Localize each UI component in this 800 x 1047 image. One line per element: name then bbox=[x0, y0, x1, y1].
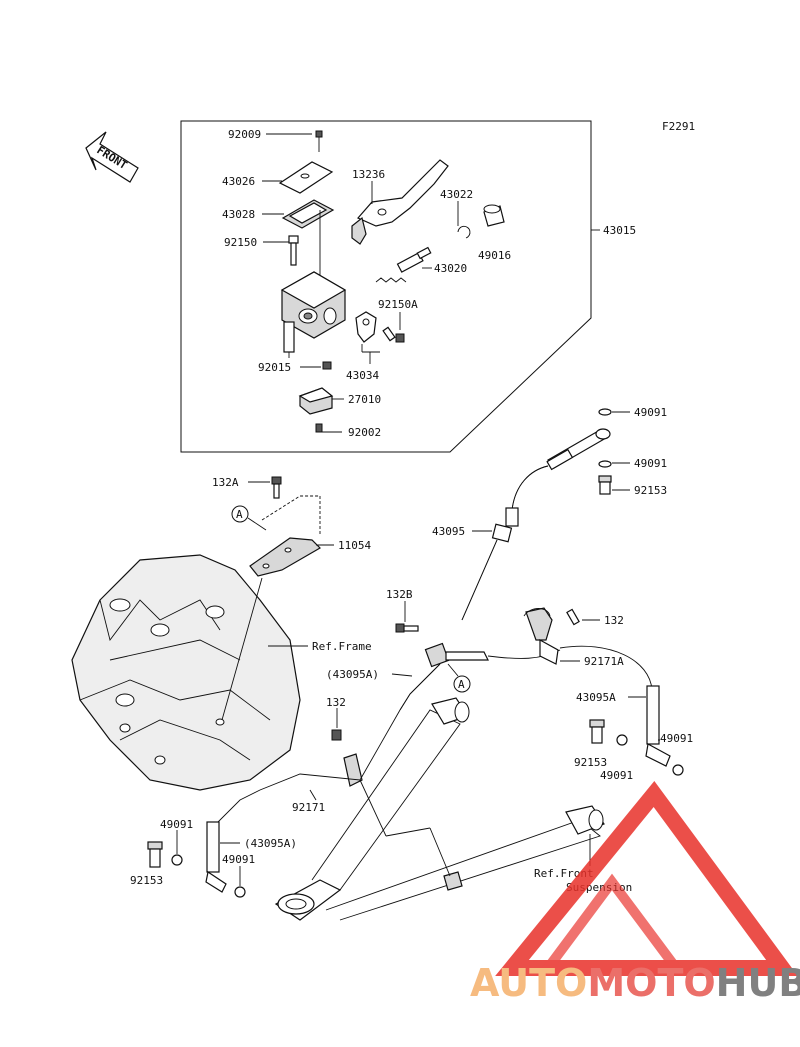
part-49091-washer-right-b bbox=[658, 739, 684, 776]
part-label-43095: 43095 bbox=[432, 525, 465, 538]
part-label-92171: 92171 bbox=[292, 801, 325, 814]
part-43026-cap bbox=[262, 161, 334, 194]
part-master-cylinder-body bbox=[280, 210, 347, 358]
ref-frame-structure bbox=[71, 554, 308, 791]
part-132B-bolt bbox=[395, 601, 419, 633]
part-49091-washer-mid bbox=[598, 460, 630, 468]
part-43095A-hose-left bbox=[205, 821, 240, 893]
callout-A-1-label: A bbox=[236, 508, 243, 521]
part-label-132-a: 132 bbox=[604, 614, 624, 627]
part-label-43095A: 43095A bbox=[576, 691, 616, 704]
part-92153-bolt-right bbox=[589, 719, 605, 744]
part-label-43015: 43015 bbox=[603, 224, 636, 237]
part-label-11054: 11054 bbox=[338, 539, 371, 552]
part-label-43095A-paren-b: (43095A) bbox=[244, 837, 297, 850]
part-92015-nut bbox=[300, 361, 332, 370]
part-132A-bolt bbox=[248, 476, 282, 499]
callout-A-2: A bbox=[453, 675, 471, 693]
part-label-92015: 92015 bbox=[258, 361, 291, 374]
part-43022-clip bbox=[457, 201, 471, 239]
part-13236-lever bbox=[351, 159, 449, 245]
part-49091-washer-top bbox=[598, 408, 630, 416]
part-92153-bolt-top bbox=[598, 475, 630, 495]
part-label-43022: 43022 bbox=[440, 188, 473, 201]
part-label-27010: 27010 bbox=[348, 393, 381, 406]
part-label-92009: 92009 bbox=[228, 128, 261, 141]
ref-frame-label: Ref.Frame bbox=[312, 640, 372, 653]
part-43020-piston bbox=[375, 246, 432, 283]
part-banjo-fitting-top bbox=[546, 428, 611, 471]
part-92153-bolt-left bbox=[147, 841, 163, 868]
part-label-132-b: 132 bbox=[326, 696, 346, 709]
watermark-logo: AUTOMOTOHUB bbox=[470, 780, 800, 1005]
part-92171A-clamp bbox=[523, 607, 580, 665]
part-label-49091-d: 49091 bbox=[660, 732, 693, 745]
part-49091-washer-right-a bbox=[616, 734, 628, 746]
part-92002-screw bbox=[315, 423, 342, 433]
part-label-49091-b: 49091 bbox=[634, 457, 667, 470]
part-label-49091-f: 49091 bbox=[222, 853, 255, 866]
part-label-132B: 132B bbox=[386, 588, 413, 601]
part-label-92153-c: 92153 bbox=[130, 874, 163, 887]
front-arrow-icon: FRONT bbox=[85, 131, 139, 183]
part-11054-bracket bbox=[249, 495, 334, 577]
part-43028-diaphragm bbox=[262, 199, 335, 229]
part-label-49091-e: 49091 bbox=[160, 818, 193, 831]
part-label-92002: 92002 bbox=[348, 426, 381, 439]
assembly-box-43015 bbox=[180, 120, 600, 453]
part-49091-washer-left-b bbox=[234, 866, 246, 898]
part-label-43034: 43034 bbox=[346, 369, 379, 382]
watermark-part1: AUTO bbox=[470, 961, 587, 1005]
watermark-text: AUTOMOTOHUB bbox=[470, 961, 800, 1005]
part-43095A-hose-right bbox=[559, 645, 671, 767]
part-label-92153-b: 92153 bbox=[574, 756, 607, 769]
callout-A-2-label: A bbox=[458, 678, 465, 691]
part-label-49091-a: 49091 bbox=[634, 406, 667, 419]
part-92150A-bolt bbox=[382, 312, 405, 343]
part-label-92153-a: 92153 bbox=[634, 484, 667, 497]
ref-front-suspension-a-arm bbox=[274, 697, 605, 921]
callout-A-1: A bbox=[231, 505, 267, 531]
part-label-43028: 43028 bbox=[222, 208, 255, 221]
figure-code: F2291 bbox=[662, 120, 695, 133]
part-label-132A: 132A bbox=[212, 476, 239, 489]
part-label-13236: 13236 bbox=[352, 168, 385, 181]
watermark-triangle-icon bbox=[495, 780, 798, 976]
part-132-bolt-lower bbox=[331, 708, 342, 741]
part-43095-brake-hose bbox=[461, 465, 549, 621]
part-label-92150: 92150 bbox=[224, 236, 257, 249]
part-label-43020: 43020 bbox=[434, 262, 467, 275]
part-49091-washer-left-a bbox=[171, 830, 183, 866]
part-label-92171A: 92171A bbox=[584, 655, 624, 668]
part-132-bolt-right bbox=[566, 608, 600, 626]
part-label-92150A: 92150A bbox=[378, 298, 418, 311]
part-label-43026: 43026 bbox=[222, 175, 255, 188]
part-49016-boot bbox=[483, 204, 505, 227]
part-92171-clamp bbox=[213, 709, 401, 827]
part-92009-screw bbox=[266, 130, 323, 152]
watermark-part3: HUB bbox=[716, 961, 800, 1005]
part-label-49091-c: 49091 bbox=[600, 769, 633, 782]
part-label-43095A-paren-a: (43095A) bbox=[326, 668, 379, 681]
part-92150-bolt bbox=[263, 235, 299, 266]
part-brake-junction bbox=[399, 642, 561, 711]
watermark-part2: MOTO bbox=[587, 961, 715, 1005]
part-27010-switch bbox=[298, 387, 344, 415]
part-43034-holder bbox=[355, 311, 380, 364]
part-label-49016: 49016 bbox=[478, 249, 511, 262]
